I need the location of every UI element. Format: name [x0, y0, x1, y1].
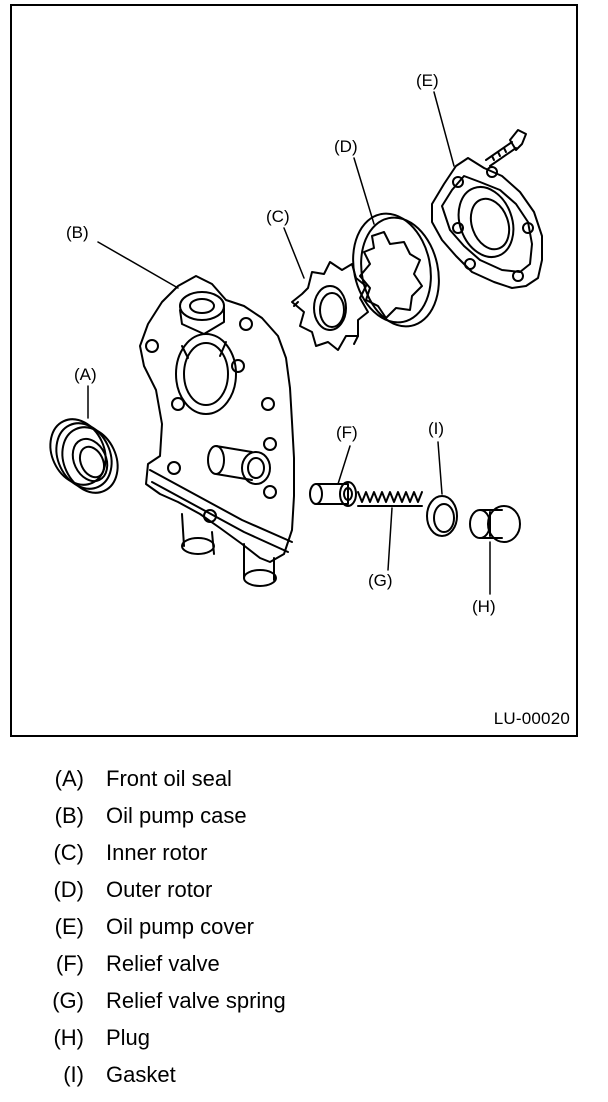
- outer-rotor-drawing: [352, 212, 440, 328]
- legend-key: (H): [53, 1025, 84, 1050]
- callout-h: (H): [472, 597, 496, 616]
- callout-c: (C): [266, 207, 290, 226]
- callout-e: (E): [416, 71, 439, 90]
- oil-pump-case-drawing: [139, 275, 295, 587]
- inner-rotor-drawing: [291, 261, 369, 351]
- legend-key: (B): [54, 803, 84, 828]
- legend-text: Oil pump cover: [106, 914, 254, 939]
- oil-pump-cover-drawing: [431, 129, 543, 289]
- legend-text: Front oil seal: [106, 766, 232, 791]
- callout-i: (I): [428, 419, 445, 438]
- leader-lines: [87, 91, 491, 595]
- exploded-view-figure: (A) (B) (C) (D) (E) (F) (G) (H) (I) LU-0…: [10, 4, 578, 737]
- legend-key: (I): [63, 1062, 84, 1087]
- plug-drawing: [469, 505, 521, 543]
- legend-text: Inner rotor: [106, 840, 208, 865]
- front-oil-seal-drawing: [49, 418, 119, 494]
- legend-key: (D): [53, 877, 84, 902]
- relief-valve-spring-drawing: [357, 491, 423, 507]
- legend-key: (E): [54, 914, 84, 939]
- callout-d: (D): [334, 137, 358, 156]
- legend-key: (C): [53, 840, 84, 865]
- legend-text: Relief valve spring: [106, 988, 286, 1013]
- legend-text: Relief valve: [106, 951, 220, 976]
- legend-text: Plug: [106, 1025, 151, 1050]
- callout-f: (F): [336, 423, 358, 442]
- callout-g: (G): [368, 571, 393, 590]
- figure-code: LU-00020: [493, 709, 570, 728]
- legend-key: (G): [52, 988, 84, 1013]
- legend-text: Outer rotor: [106, 877, 213, 902]
- legend-key: (A): [54, 766, 84, 791]
- legend-text: Oil pump case: [106, 803, 247, 828]
- callout-b: (B): [66, 223, 89, 242]
- legend-key: (F): [55, 951, 84, 976]
- relief-valve-drawing: [309, 481, 357, 507]
- legend-text: Gasket: [106, 1062, 176, 1087]
- callout-a: (A): [74, 365, 97, 384]
- gasket-drawing: [426, 495, 458, 537]
- exploded-view-drawing: [49, 91, 543, 595]
